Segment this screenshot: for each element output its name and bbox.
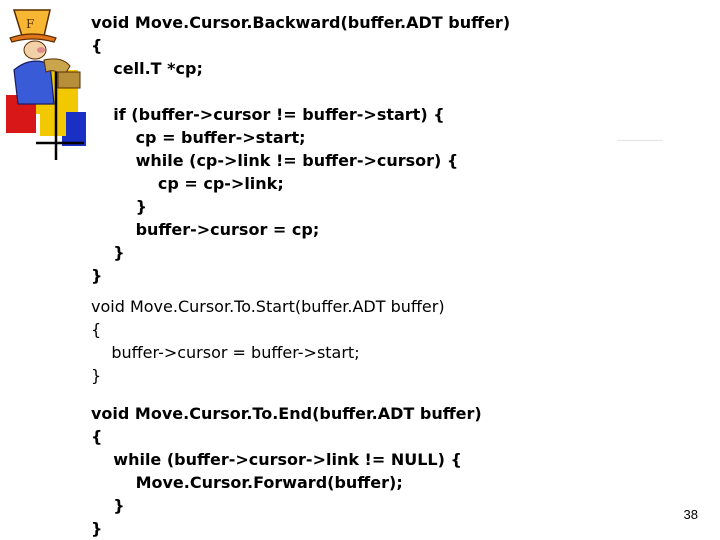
code-line: } [91, 496, 125, 515]
code-line: } [91, 197, 147, 216]
page-number: 38 [683, 507, 698, 522]
code-line: } [91, 519, 103, 538]
code-line: cp = buffer->start; [91, 128, 306, 147]
code-line: void Move.Cursor.To.Start(buffer.ADT buf… [91, 297, 445, 316]
code-line: { [91, 427, 103, 446]
divider [617, 140, 663, 141]
code-line: cell.T *cp; [91, 59, 203, 78]
code-line: void Move.Cursor.Backward(buffer.ADT buf… [91, 13, 511, 32]
wizard-figure-icon: F [6, 9, 86, 160]
code-line: cp = cp->link; [91, 174, 284, 193]
code-line: void Move.Cursor.To.End(buffer.ADT buffe… [91, 404, 482, 423]
code-line: Move.Cursor.Forward(buffer); [91, 473, 403, 492]
code-line: { [91, 36, 103, 55]
code-move-cursor-to-end: void Move.Cursor.To.End(buffer.ADT buffe… [91, 402, 482, 540]
code-line: buffer->cursor = cp; [91, 220, 320, 239]
code-line [91, 80, 510, 103]
code-line: } [91, 366, 102, 385]
code-move-cursor-to-start: void Move.Cursor.To.Start(buffer.ADT buf… [91, 295, 445, 387]
code-line: while (buffer->cursor->link != NULL) { [91, 450, 462, 469]
code-line: } [91, 266, 103, 285]
code-line: if (buffer->cursor != buffer->start) { [91, 105, 445, 124]
code-line: } [91, 243, 125, 262]
code-line: { [91, 320, 102, 339]
svg-text:F: F [26, 17, 34, 31]
code-line: while (cp->link != buffer->cursor) { [91, 151, 459, 170]
code-move-cursor-backward: void Move.Cursor.Backward(buffer.ADT buf… [91, 11, 510, 287]
code-line: buffer->cursor = buffer->start; [91, 343, 360, 362]
